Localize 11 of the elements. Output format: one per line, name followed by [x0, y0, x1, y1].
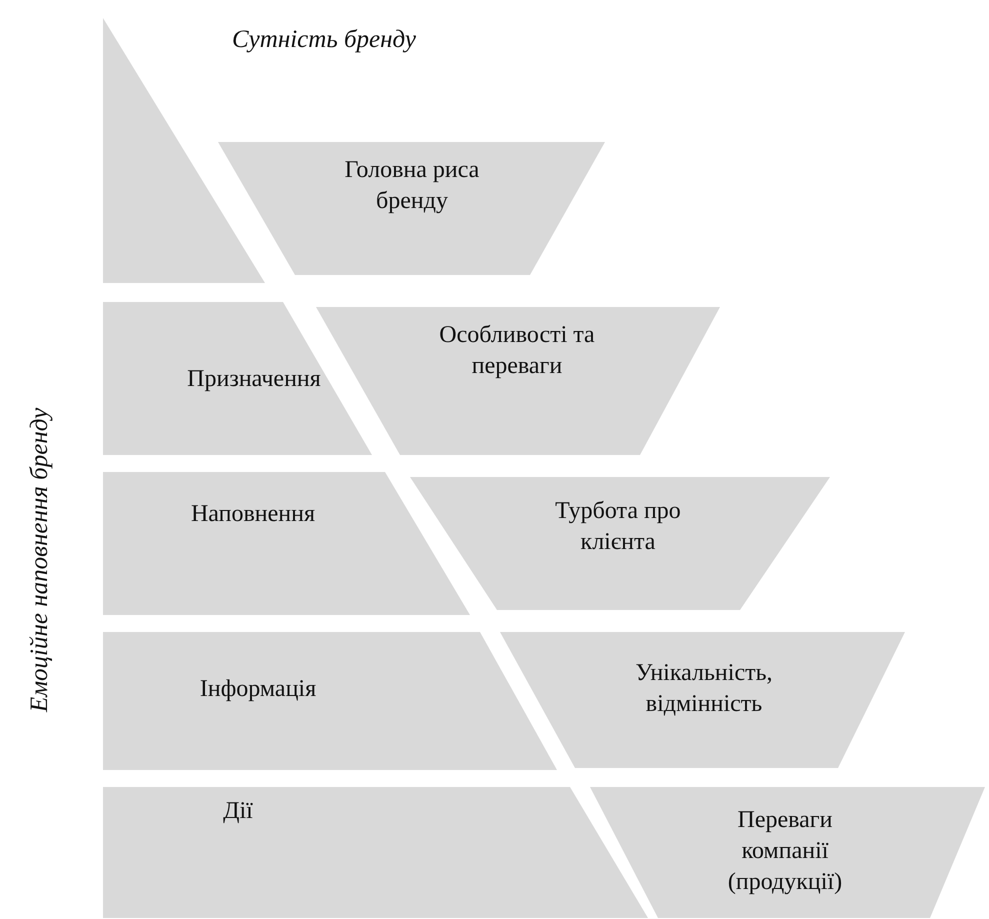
panel-label: Дії — [222, 797, 254, 826]
panel-label: Головна риса бренду — [344, 156, 480, 216]
axis-label: Емоційне наповнення бренду — [26, 408, 54, 712]
panel-label: Переваги компанії (продукції) — [726, 806, 844, 897]
panel-label: Інформація — [198, 675, 318, 704]
heading-label: Сутність бренду — [232, 26, 416, 54]
panel-label: Особливості та переваги — [438, 321, 596, 381]
panel-label: Унікальність, відмінність — [634, 659, 774, 719]
panel-label: Наповнення — [190, 500, 316, 529]
panel-label: Турбота про клієнта — [554, 497, 682, 557]
panel-label: Призначення — [186, 365, 322, 394]
